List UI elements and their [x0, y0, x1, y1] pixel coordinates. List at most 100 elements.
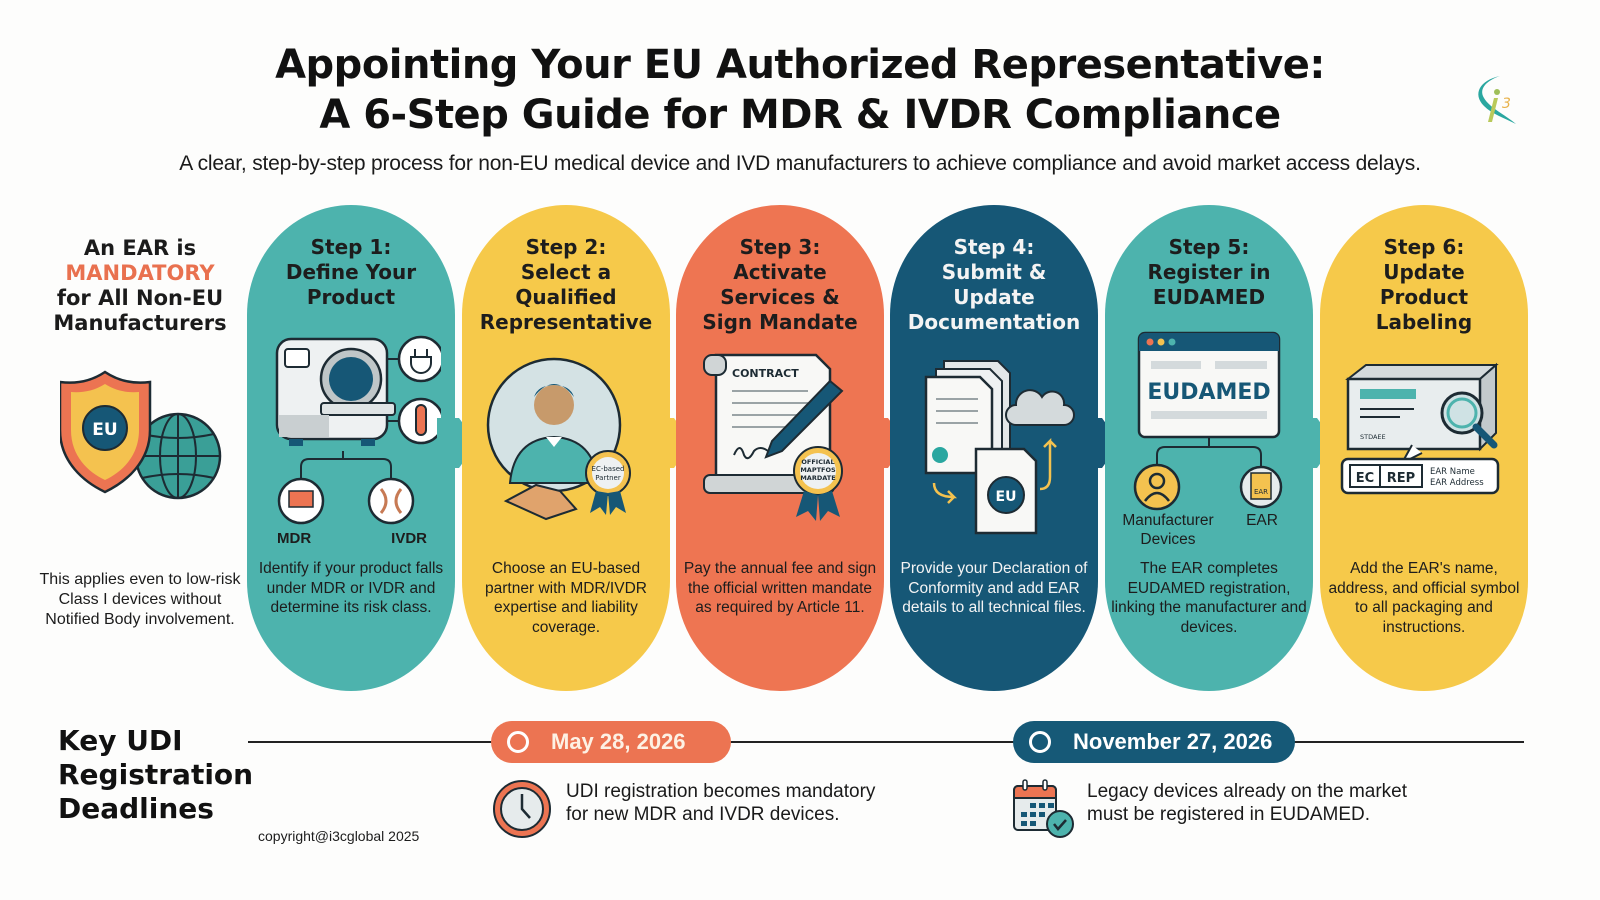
step-number: Step 2:: [525, 235, 607, 259]
i3-logo-icon: 3: [1478, 76, 1516, 124]
step-number: Step 4:: [953, 235, 1035, 259]
copyright-text: copyright@i3cglobal 2025: [258, 828, 420, 844]
eudamed-browser-icon: EUDAMED EAR: [1133, 331, 1283, 511]
svg-text:EU: EU: [996, 489, 1017, 505]
deadline-date-badge-2: November 27, 2026: [1013, 721, 1295, 763]
intro-line-4: Manufacturers: [53, 311, 227, 335]
contract-signature-icon: CONTRACT OFFICIAL MAPTFOS MARDATE: [703, 353, 844, 521]
step-title-line: Labeling: [1375, 310, 1473, 334]
deadline-description-2: Legacy devices already on the market mus…: [1087, 780, 1407, 826]
step-title-line: Define Your: [285, 260, 417, 284]
eu-shield-globe-icon: EU: [60, 370, 222, 500]
regulation-labels: MDR IVDR: [277, 530, 427, 547]
step-title-line: Sign Mandate: [702, 310, 858, 334]
package-label-magnifier-icon: STDAEE EC REP EAR Name EAR Address: [1340, 362, 1500, 495]
svg-text:EUDAMED: EUDAMED: [1147, 380, 1270, 405]
clock-icon: [493, 780, 551, 838]
step-number: Step 1:: [310, 235, 392, 259]
step-title-line: EUDAMED: [1152, 285, 1266, 309]
svg-text:EU: EU: [92, 420, 117, 440]
ivdr-label: IVDR: [391, 530, 427, 547]
step-1-title: Step 1: Define Your Product: [247, 235, 455, 310]
svg-text:MAPTFOS: MAPTFOS: [800, 466, 836, 474]
svg-text:Partner: Partner: [595, 474, 621, 482]
svg-text:OFFICIAL: OFFICIAL: [801, 458, 834, 466]
step-2-description: Choose an EU-based partner with MDR/IVDR…: [485, 560, 647, 636]
mandatory-highlight: MANDATORY: [65, 261, 215, 285]
step-4-description: Provide your Declaration of Conformity a…: [900, 560, 1088, 616]
deadline-text-line: for new MDR and IVDR devices.: [566, 804, 840, 825]
step-2-card: Step 2: Select a Qualified Representativ…: [462, 205, 670, 691]
step-title-line: Select a: [520, 260, 612, 284]
step-3-description: Pay the annual fee and sign the official…: [683, 560, 877, 616]
deadline-date-badge-1: May 28, 2026: [491, 721, 731, 763]
step-3-card: Step 3: Activate Services & Sign Mandate…: [676, 205, 884, 691]
deadline-text-line: UDI registration becomes mandatory: [566, 781, 876, 802]
title-line-2: A 6-Step Guide for MDR & IVDR Compliance: [319, 92, 1281, 138]
step-3-title: Step 3: Activate Services & Sign Mandate: [676, 235, 884, 335]
step-title-line: Activate: [733, 260, 827, 284]
deadlines-heading: Key UDI Registration Deadlines: [58, 724, 253, 826]
steps-flow: Step 1: Define Your Product M: [247, 205, 1557, 691]
step-4-card: Step 4: Submit & Update Documentation EU…: [890, 205, 1098, 691]
step-title-line: Product: [306, 285, 396, 309]
ear-label: EAR: [1246, 512, 1278, 529]
heading-line: Deadlines: [58, 792, 214, 825]
step-number: Step 5:: [1168, 235, 1250, 259]
step-title-line: Qualified: [515, 285, 617, 309]
step-title-line: Update: [1383, 260, 1465, 284]
deadline-text-line: Legacy devices already on the market: [1087, 781, 1408, 802]
step-title-line: Documentation: [907, 310, 1081, 334]
deadline-date: May 28, 2026: [551, 729, 686, 754]
svg-text:EC-based: EC-based: [592, 465, 625, 473]
step-4-title: Step 4: Submit & Update Documentation: [890, 235, 1098, 335]
svg-text:3: 3: [1502, 96, 1511, 112]
page-subtitle: A clear, step-by-step process for non-EU…: [179, 152, 1421, 175]
step-title-line: Register in: [1147, 260, 1271, 284]
title-line-1: Appointing Your EU Authorized Representa…: [275, 42, 1325, 88]
step-1-card: Step 1: Define Your Product M: [247, 205, 455, 691]
step-number: Step 3:: [739, 235, 821, 259]
deadline-text-line: must be registered in EUDAMED.: [1087, 804, 1370, 825]
manufacturer-devices-label: Manufacturer Devices: [1122, 512, 1214, 548]
svg-text:MARDATE: MARDATE: [800, 474, 835, 482]
step-5-description: The EAR completes EUDAMED registration, …: [1111, 560, 1307, 636]
step-title-line: Product: [1379, 285, 1469, 309]
intro-line-1: An EAR is: [83, 236, 197, 260]
intro-panel: An EAR is MANDATORY for All Non-EU Manuf…: [40, 236, 241, 628]
svg-text:EAR Name: EAR Name: [1430, 467, 1475, 477]
step-1-description: Identify if your product falls under MDR…: [258, 560, 444, 616]
step-5-title: Step 5: Register in EUDAMED: [1105, 235, 1313, 310]
intro-heading: An EAR is MANDATORY for All Non-EU Manuf…: [45, 236, 235, 336]
circle-marker-icon: [507, 731, 529, 753]
page-title: Appointing Your EU Authorized Representa…: [0, 40, 1600, 140]
heading-line: Key UDI: [58, 724, 183, 757]
mdr-label: MDR: [277, 530, 312, 547]
timeline-line: [248, 741, 1524, 743]
step-title-line: Services &: [720, 285, 840, 309]
svg-text:EC: EC: [1356, 471, 1374, 486]
documents-cloud-upload-icon: EU: [924, 360, 1075, 535]
step-6-description: Add the EAR's name, address, and officia…: [1328, 560, 1520, 636]
medical-scanner-icon: [275, 335, 441, 525]
step-number: Step 6:: [1383, 235, 1465, 259]
step-5-card: Step 5: Register in EUDAMED EUDAMED EAR …: [1105, 205, 1313, 691]
step-2-title: Step 2: Select a Qualified Representativ…: [462, 235, 670, 335]
representative-handshake-icon: EC-based Partner: [486, 357, 631, 521]
calendar-check-icon: [1013, 779, 1074, 838]
step-title-line: Representative: [479, 310, 653, 334]
svg-text:EAR Address: EAR Address: [1430, 478, 1484, 488]
svg-text:EAR: EAR: [1254, 488, 1268, 496]
intro-note: This applies even to low-risk Class I de…: [39, 571, 241, 628]
svg-text:STDAEE: STDAEE: [1360, 433, 1386, 441]
step-6-title: Step 6: Update Product Labeling: [1320, 235, 1528, 335]
heading-line: Registration: [58, 758, 254, 791]
circle-marker-icon: [1029, 731, 1051, 753]
deadline-date: November 27, 2026: [1073, 729, 1273, 754]
svg-text:REP: REP: [1387, 471, 1415, 486]
step-title-line: Update: [953, 285, 1035, 309]
intro-line-3: for All Non-EU: [56, 286, 224, 310]
svg-text:CONTRACT: CONTRACT: [732, 367, 799, 380]
step-title-line: Submit &: [941, 260, 1047, 284]
step-6-card: Step 6: Update Product Labeling STDAEE E…: [1320, 205, 1528, 691]
